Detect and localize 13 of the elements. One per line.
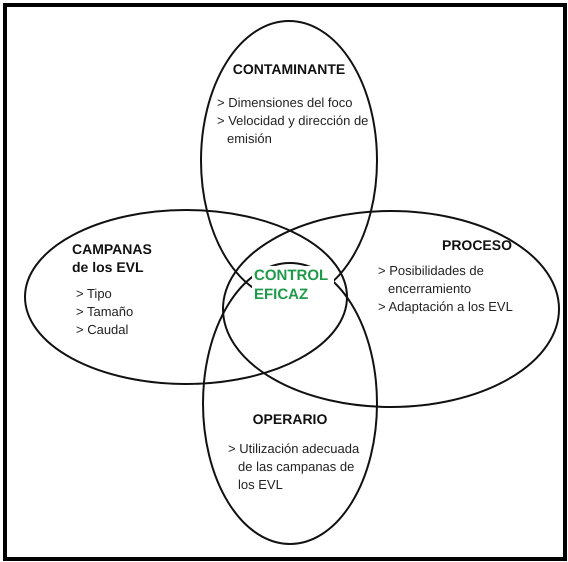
ellipse-heading: PROCESO — [440, 236, 512, 254]
bullet-text: > Caudal — [76, 321, 130, 339]
bullet-text: > Posibilidades de encerramiento — [378, 262, 485, 298]
ellipse-heading: CAMPANAS de los EVL — [72, 240, 153, 276]
ellipse-heading: CONTAMINANTE — [232, 60, 346, 78]
bullet-text: > Utilización adecuada de las campanas de los EVL — [228, 440, 360, 494]
bullet-text: > Tipo — [76, 285, 113, 303]
bullet-text: > Tamaño — [76, 303, 134, 321]
bullet-text: > Dimensiones del foco — [217, 94, 354, 112]
bullet-text: > Velocidad y dirección de emisión — [217, 112, 370, 148]
bullet-text: > Adaptación a los EVL — [378, 298, 514, 316]
center-label: CONTROL EFICAZ — [252, 266, 334, 304]
ellipse-heading: OPERARIO — [252, 410, 328, 428]
